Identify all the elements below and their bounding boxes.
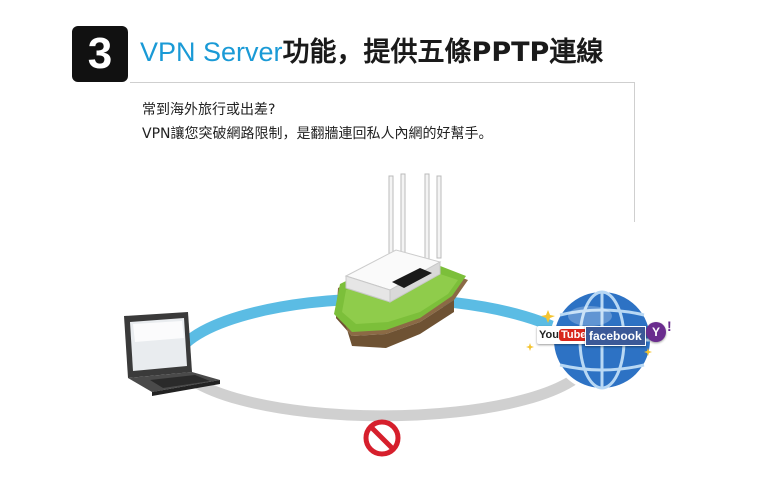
step-number-badge: 3 (72, 26, 128, 82)
divider-horizontal (130, 82, 635, 83)
prohibited-icon (363, 419, 401, 457)
description: 常到海外旅行或出差? VPN讓您突破網路限制，是翻牆連回私人內網的好幫手。 (142, 98, 493, 146)
sparkle-icons (526, 310, 652, 356)
youtube-tube: Tube (558, 329, 589, 341)
divider-vertical (634, 82, 635, 222)
youtube-you: You (539, 329, 559, 341)
facebook-logo: facebook (585, 326, 646, 346)
router-icon (344, 173, 442, 303)
yahoo-logo: Y (646, 322, 666, 342)
yahoo-exclamation: ! (667, 318, 672, 334)
page-title: VPN Server功能，提供五條PPTP連線 (140, 32, 603, 73)
laptop-icon (124, 312, 220, 396)
blocked-connection-path (169, 358, 596, 422)
title-rest: 功能，提供五條PPTP連線 (282, 37, 604, 68)
description-line-1: 常到海外旅行或出差? (142, 102, 276, 118)
title-accent: VPN Server (140, 37, 283, 67)
description-line-2: VPN讓您突破網路限制，是翻牆連回私人內網的好幫手。 (142, 126, 493, 142)
